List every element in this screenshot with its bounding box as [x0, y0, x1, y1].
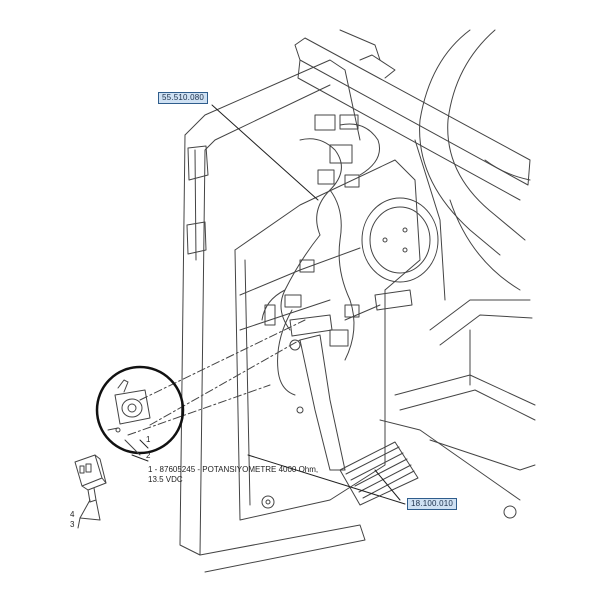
detail-circle	[95, 365, 185, 455]
part-ref-55-510-080[interactable]: 55.510.080	[158, 92, 209, 104]
callout-number-2: 2	[146, 451, 151, 460]
pedal-assembly	[289, 289, 413, 471]
potentiometer	[107, 379, 151, 456]
top-beam	[294, 29, 531, 201]
connector	[74, 454, 107, 529]
floor-frame	[261, 299, 536, 519]
callout-number-3: 3	[70, 520, 75, 529]
callout-number-4: 4	[70, 510, 75, 519]
alignment-lines	[127, 319, 306, 436]
callout-number-1: 1	[146, 435, 151, 444]
cab-frame	[179, 59, 366, 573]
potentiometer-caption: 1 - 87605245 - POTANSIYOMETRE 4000 Ohm, …	[148, 465, 319, 484]
booster-disc	[361, 197, 439, 283]
part-ref-18-100-010[interactable]: 18.100.010	[407, 498, 458, 510]
wiring-harness	[261, 114, 380, 396]
steering-column	[414, 29, 531, 301]
leader-lines	[131, 104, 406, 505]
